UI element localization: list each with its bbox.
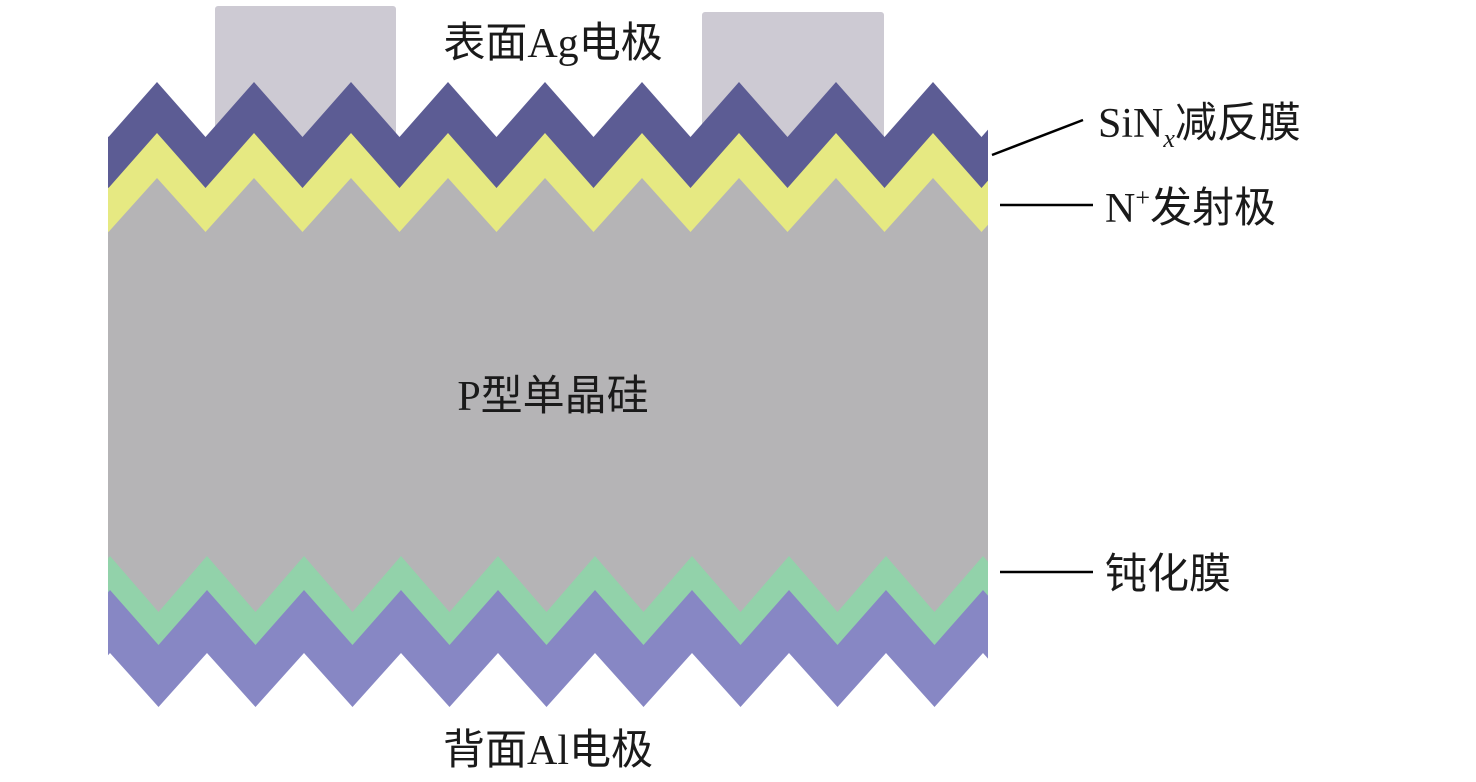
passivation-label: 钝化膜 — [1105, 552, 1231, 598]
front-electrode-label: 表面Ag电极 — [443, 21, 662, 67]
substrate-label: P型单晶硅 — [457, 374, 648, 420]
emitter-label: N+发射极 — [1105, 183, 1276, 232]
p-type-silicon-substrate — [108, 178, 988, 612]
arc-label: SiNx减反膜 — [1098, 101, 1301, 153]
back-electrode-label: 背面Al电极 — [443, 728, 653, 774]
arc-leader-line — [991, 118, 1084, 157]
